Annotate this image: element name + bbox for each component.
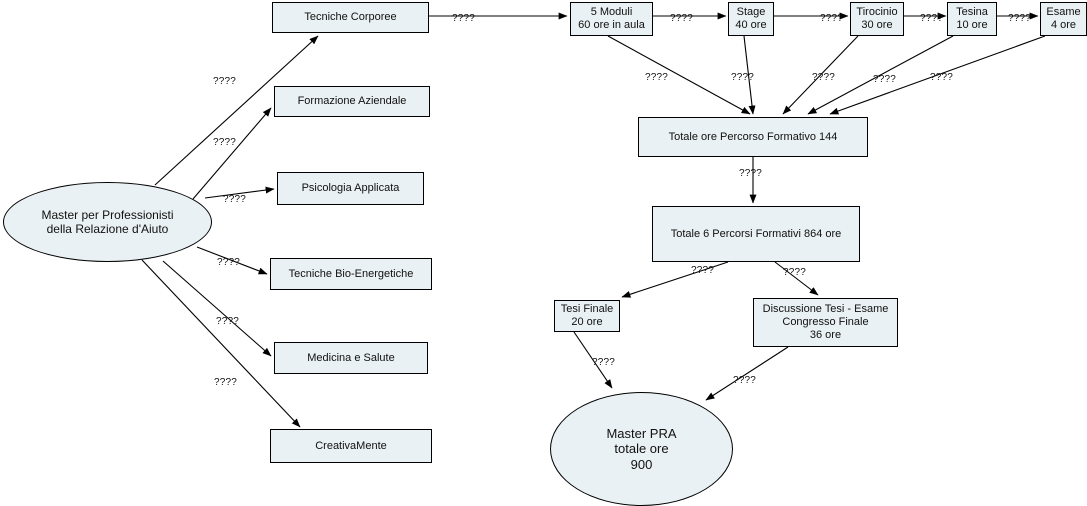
- node-tecniche-bio-energetiche[interactable]: Tecniche Bio-Energetiche: [270, 258, 432, 290]
- node-tesi-finale[interactable]: Tesi Finale 20 ore: [554, 300, 620, 332]
- node-creativamente[interactable]: CreativaMente: [270, 429, 432, 463]
- edge-e-discussione-master: [705, 346, 789, 401]
- edge-label-e-totale-6perc: ????: [739, 168, 763, 179]
- edge-label-e-root-medicina: ????: [216, 316, 240, 327]
- edge-label-e-tirocinio-totale: ????: [812, 72, 836, 83]
- edge-label-e-root-creativa: ????: [214, 377, 238, 388]
- edge-label-e-corporee-moduli: ????: [452, 13, 476, 24]
- edge-label-e-esame-totale: ????: [930, 72, 954, 83]
- edge-e-6perc-discussione: [774, 261, 819, 296]
- edge-label-e-6perc-discussione: ????: [783, 267, 807, 278]
- node-stage[interactable]: Stage 40 ore: [728, 2, 774, 36]
- node-moduli[interactable]: 5 Moduli 60 ore in aula: [570, 2, 653, 36]
- edge-label-e-root-bioener: ????: [217, 257, 241, 268]
- edge-label-e-stage-totale: ????: [731, 72, 755, 83]
- edge-e-tirocinio-totale: [782, 35, 859, 115]
- edge-e-6perc-tesi: [621, 261, 729, 298]
- node-totale-percorso[interactable]: Totale ore Percorso Formativo 144: [638, 117, 868, 157]
- node-master-root[interactable]: Master per Professionisti della Relazion…: [3, 182, 212, 262]
- edge-label-e-discussione-master: ????: [733, 375, 757, 386]
- node-master-pra[interactable]: Master PRA totale ore 900: [550, 392, 733, 506]
- node-esame[interactable]: Esame 4 ore: [1040, 2, 1087, 36]
- edge-label-e-root-psicologia: ????: [223, 194, 247, 205]
- edge-label-e-tesi-master: ????: [592, 357, 616, 368]
- edge-e-tesi-master: [573, 331, 613, 389]
- edge-label-e-tesina-totale: ????: [873, 74, 897, 85]
- node-tecniche-corporee[interactable]: Tecniche Corporee: [272, 2, 429, 33]
- node-discussione-tesi[interactable]: Discussione Tesi - Esame Congresso Final…: [753, 298, 898, 347]
- edge-label-e-stage-tirocinio: ????: [820, 13, 844, 24]
- node-totale-6-percorsi[interactable]: Totale 6 Percorsi Formativi 864 ore: [652, 206, 860, 262]
- edge-e-root-formazione: [192, 107, 272, 200]
- edge-e-root-medicina: [162, 260, 272, 357]
- edge-label-e-tirocinio-tesina: ????: [920, 13, 944, 24]
- node-psicologia-applicata[interactable]: Psicologia Applicata: [277, 172, 424, 205]
- edge-label-e-root-corporee: ????: [213, 76, 237, 87]
- edge-e-root-bioener: [196, 246, 268, 275]
- edge-e-root-psicologia: [204, 186, 275, 199]
- edge-label-e-moduli-stage: ????: [670, 13, 694, 24]
- node-medicina-e-salute[interactable]: Medicina e Salute: [274, 342, 428, 374]
- edge-e-esame-totale: [829, 35, 1046, 115]
- node-tesina[interactable]: Tesina 10 ore: [947, 2, 997, 36]
- edge-label-e-moduli-totale: ????: [645, 72, 669, 83]
- edge-e-tesina-totale: [807, 35, 954, 115]
- node-formazione-aziendale[interactable]: Formazione Aziendale: [274, 86, 430, 117]
- edge-e-root-corporee: [154, 35, 319, 186]
- edge-label-e-root-formazione: ????: [213, 137, 237, 148]
- edge-label-e-tesina-esame: ????: [1008, 13, 1032, 24]
- edge-label-e-6perc-tesi: ????: [691, 265, 715, 276]
- edge-e-stage-totale: [743, 35, 756, 115]
- node-tirocinio[interactable]: Tirocinio 30 ore: [850, 2, 904, 36]
- edge-e-root-creativa: [141, 259, 301, 428]
- edge-e-moduli-totale: [607, 35, 751, 115]
